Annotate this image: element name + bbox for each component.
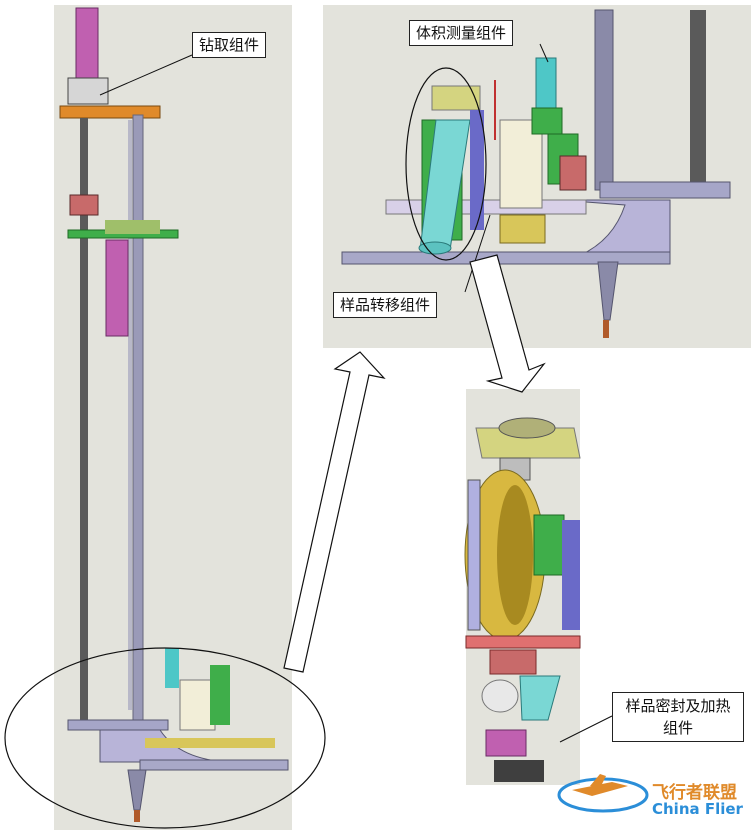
left-panel-full-assembly xyxy=(54,5,292,830)
watermark-text-en: China Flier xyxy=(652,800,743,818)
sealing-mechanism xyxy=(464,417,581,782)
drilling-leader-line xyxy=(99,54,193,96)
sealing-leader-line xyxy=(559,715,613,743)
arrow-to-sealing-detail xyxy=(469,254,546,393)
label-drilling-assembly: 钻取组件 xyxy=(192,32,267,58)
top-right-mechanism xyxy=(341,9,731,338)
base-highlight-ellipse xyxy=(4,647,326,829)
label-sample-sealing-heating-assembly: 样品密封及加热组件 xyxy=(612,692,744,742)
watermark-logo-icon xyxy=(557,774,649,813)
transfer-leader-line xyxy=(464,214,491,293)
transfer-highlight-ellipse xyxy=(405,67,487,261)
label-volume-measurement-assembly: 体积测量组件 xyxy=(409,20,514,46)
volume-leader-line xyxy=(539,43,549,63)
left-mechanism xyxy=(59,7,289,822)
label-sample-transfer-assembly: 样品转移组件 xyxy=(333,292,438,318)
watermark-text-cn: 飞行者联盟 xyxy=(652,783,737,803)
arrow-to-transfer-detail xyxy=(283,351,386,673)
